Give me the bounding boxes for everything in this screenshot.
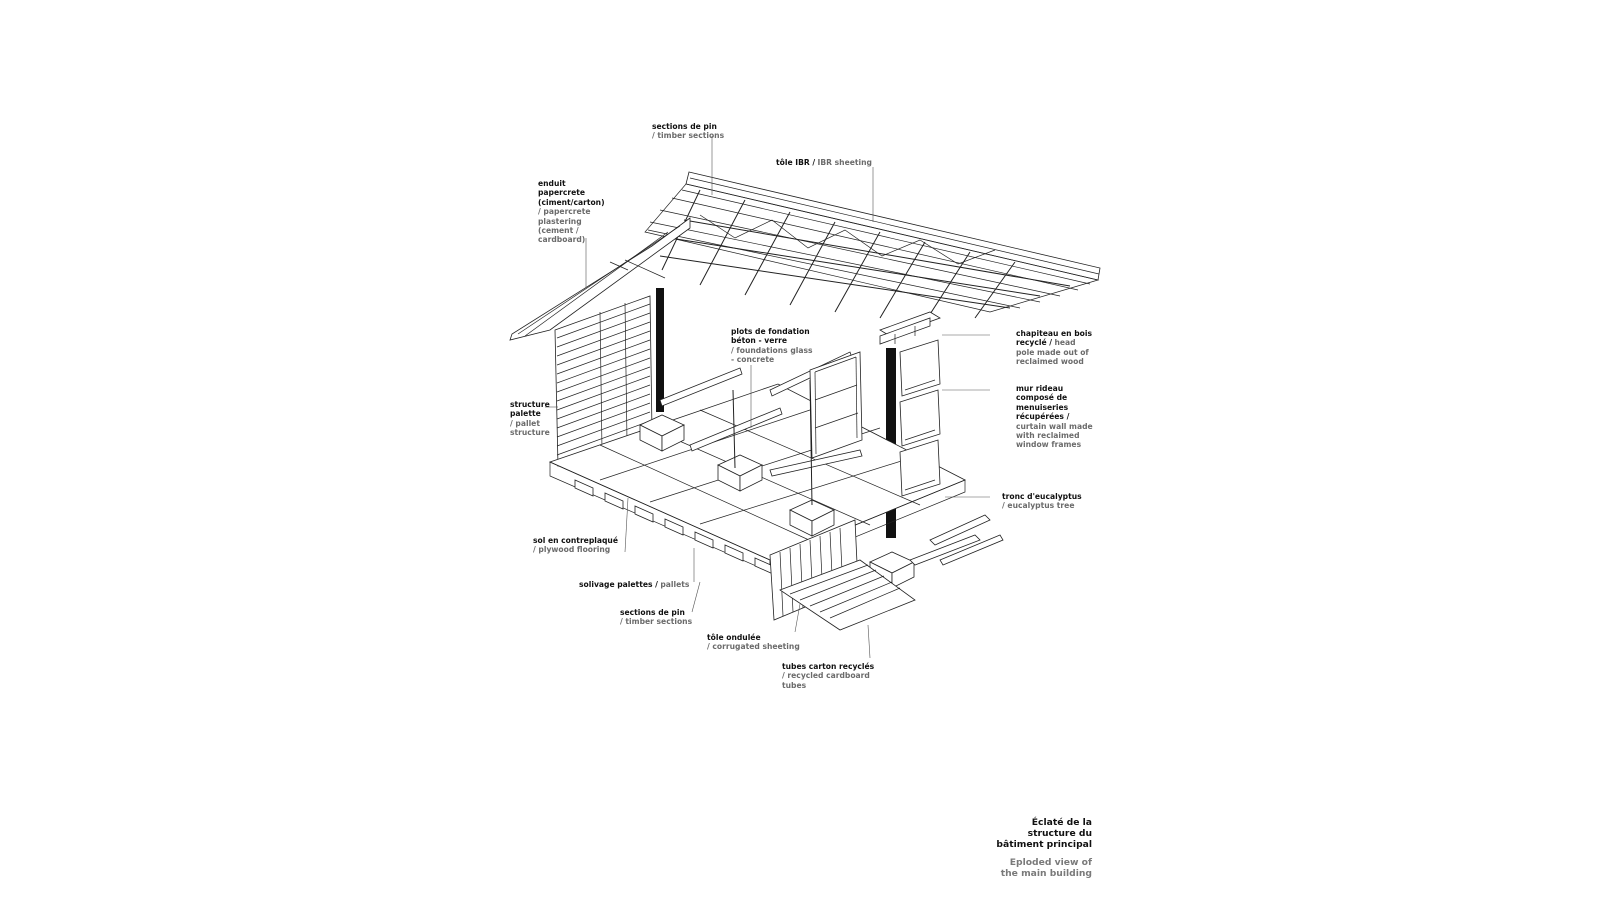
label-fr: recyclé /: [1016, 338, 1053, 348]
label-en: plastering: [538, 216, 582, 226]
label-mur-rideau: mur rideau composé de menuiseries récupé…: [1016, 384, 1093, 450]
label-enduit: enduit papercrete (ciment/carton) / pape…: [538, 179, 605, 245]
label-fr: enduit: [538, 179, 566, 188]
label-tole-ibr: tôle IBR / IBR sheeting: [776, 158, 872, 167]
curtain-wall: [809, 339, 941, 497]
pallet-slat: [556, 384, 651, 420]
label-structure-palette: structure palette / pallet structure: [510, 400, 550, 438]
label-tronc: tronc d'eucalyptus / eucalyptus tree: [1002, 492, 1082, 511]
label-sections-pin-bottom: sections de pin / timber sections: [620, 608, 692, 627]
pallet-block: [574, 479, 594, 497]
label-fr: tôle IBR /: [776, 158, 816, 167]
label-fr: béton - verre: [731, 336, 788, 346]
label-fr: récupérées /: [1016, 412, 1070, 422]
label-en: / corrugated sheeting: [707, 642, 800, 652]
roof-ibr-sheeting: [644, 171, 1101, 323]
caption-fr-line: Éclaté de la: [1031, 817, 1092, 828]
label-fr: tronc d'eucalyptus: [1002, 492, 1082, 501]
label-en: with reclaimed: [1016, 431, 1080, 441]
label-sol: sol en contreplaqué / plywood flooring: [533, 536, 618, 555]
label-en: IBR sheeting: [817, 158, 872, 167]
label-fr: papercrete: [538, 188, 586, 198]
label-sections-pin-top: sections de pin / timber sections: [652, 122, 724, 141]
caption-en-line: Eploded view of: [1009, 857, 1092, 868]
label-fr: menuiseries: [1016, 402, 1069, 412]
pallet-slat: [556, 312, 651, 348]
label-en: / eucalyptus tree: [1002, 501, 1075, 511]
label-fr: sol en contreplaqué: [533, 536, 618, 545]
pallet-block: [664, 518, 684, 536]
caption-fr-line: bâtiment principal: [996, 839, 1092, 850]
pallet-block: [634, 505, 654, 523]
label-en: (cement /: [538, 226, 579, 236]
leader-lines: [545, 136, 990, 659]
label-en: head: [1054, 338, 1076, 348]
pallet-slat: [556, 393, 651, 429]
label-en: - concrete: [731, 355, 775, 365]
label-en: / plywood flooring: [533, 545, 611, 555]
label-en: reclaimed wood: [1016, 357, 1084, 367]
label-fr: sections de pin: [620, 608, 685, 617]
label-en: tubes: [782, 680, 807, 690]
left-roof-edge: [509, 217, 691, 341]
label-tubes: tubes carton recyclés / recycled cardboa…: [782, 662, 874, 690]
label-en: pallets: [660, 580, 690, 589]
pallet-slat: [556, 357, 651, 393]
caption-fr-line: structure du: [1027, 828, 1092, 839]
label-chapiteau: chapiteau en bois recyclé / head pole ma…: [1016, 329, 1092, 367]
label-fr: plots de fondation: [731, 327, 810, 336]
head-pole: [879, 311, 941, 345]
label-fr: tubes carton recyclés: [782, 662, 875, 671]
label-fr: sections de pin: [652, 122, 717, 131]
label-fr: (ciment/carton): [538, 197, 605, 207]
side-deck: [779, 514, 1004, 631]
caption-en-line: the main building: [1000, 868, 1092, 879]
label-en: / pallet: [510, 418, 540, 428]
pallet-slat: [556, 339, 651, 375]
label-fr: solivage palettes /: [579, 580, 658, 589]
label-en: / recycled cardboard: [782, 671, 870, 681]
label-en: structure: [510, 428, 550, 438]
label-fr: palette: [510, 409, 541, 419]
pallet-slat: [556, 321, 651, 357]
pallet-slat: [556, 402, 651, 438]
label-fr: chapiteau en bois: [1016, 329, 1093, 338]
pallet-slat: [556, 348, 651, 384]
pallet-slat: [556, 330, 651, 366]
pallet-block: [724, 544, 744, 562]
pallet-slat: [556, 375, 651, 411]
label-en: / timber sections: [652, 131, 725, 141]
pallet-block: [694, 531, 714, 549]
pallet-slat: [556, 411, 651, 447]
label-en: window frames: [1016, 440, 1082, 450]
label-en: / foundations glass: [731, 345, 813, 355]
label-en: pole made out of: [1016, 347, 1089, 357]
pallet-slat: [556, 420, 651, 456]
drawing-caption: Éclaté de la structure du bâtiment princ…: [996, 817, 1092, 879]
label-fr: composé de: [1016, 393, 1068, 403]
label-plots: plots de fondation béton - verre / found…: [731, 327, 813, 365]
eucalyptus-post-left: [656, 288, 664, 412]
pallet-block: [604, 492, 624, 510]
label-en: / papercrete: [538, 207, 591, 217]
pallet-slat: [556, 303, 651, 339]
label-fr: tôle ondulée: [707, 633, 761, 642]
label-en: curtain wall made: [1016, 421, 1093, 431]
label-solivage: solivage palettes / pallets: [579, 580, 689, 589]
label-en: / timber sections: [620, 617, 693, 627]
label-fr: structure: [510, 400, 550, 409]
pallet-slat: [556, 366, 651, 402]
label-fr: mur rideau: [1016, 384, 1064, 393]
label-en: cardboard): [538, 235, 586, 245]
label-tole-ondulee: tôle ondulée / corrugated sheeting: [707, 633, 800, 652]
